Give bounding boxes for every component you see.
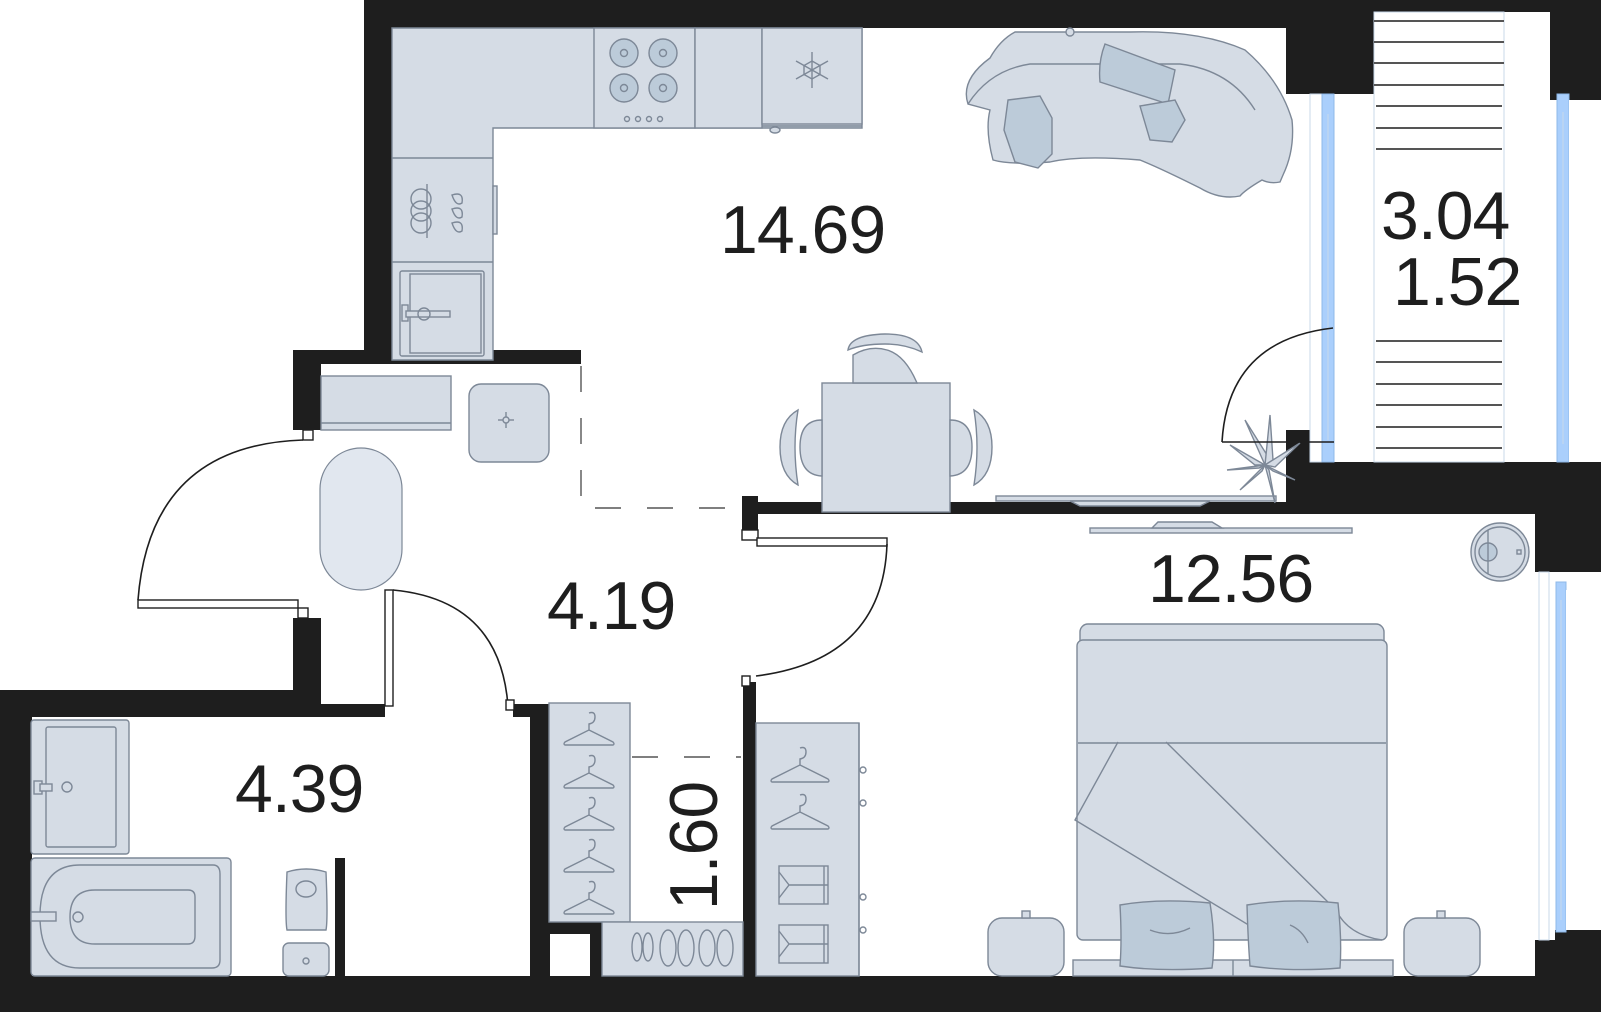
shoe-rack xyxy=(601,921,744,977)
hallway-furniture xyxy=(319,375,550,591)
bedroom-furniture xyxy=(755,521,1530,977)
bathtub xyxy=(30,857,232,977)
area-label-bedroom: 12.56 xyxy=(1148,541,1314,617)
hanger-icons xyxy=(563,711,615,915)
entry-cabinet xyxy=(320,375,452,431)
windows xyxy=(1309,93,1601,941)
balcony-slats xyxy=(1373,11,1505,463)
double-bed xyxy=(1072,623,1394,977)
area-label-bathroom: 4.39 xyxy=(235,751,364,827)
oval-rug xyxy=(319,447,403,591)
tv-console-living xyxy=(995,495,1277,507)
dining-set xyxy=(779,333,993,513)
area-label-living-kitchen: 14.69 xyxy=(720,192,886,268)
area-label-balcony-reduced: 1.52 xyxy=(1393,244,1522,320)
area-label-balcony-total: 3.04 xyxy=(1381,178,1510,254)
nightstand-right xyxy=(1403,917,1481,977)
nightstand-left xyxy=(987,917,1065,977)
entrance-door xyxy=(137,429,314,619)
bedroom-door xyxy=(741,529,888,687)
bathroom-fixtures xyxy=(30,719,330,977)
toilet xyxy=(282,868,330,977)
robot-vacuum xyxy=(1470,522,1530,582)
area-label-hallway: 4.19 xyxy=(547,568,676,644)
bedroom-wardrobe xyxy=(755,722,860,977)
kitchen-counter xyxy=(391,27,863,361)
wardrobe-closet xyxy=(548,702,744,977)
ottoman xyxy=(468,383,550,463)
crosshair-icon xyxy=(498,412,514,428)
area-label-wardrobe: 1.60 xyxy=(656,781,733,911)
sofa xyxy=(965,27,1294,198)
shoes-icons xyxy=(631,929,734,967)
washbasin xyxy=(30,719,130,855)
dining-table xyxy=(821,382,951,513)
balcony-door xyxy=(1221,327,1334,443)
cooktop xyxy=(593,27,696,129)
snowflake-icon xyxy=(795,52,829,88)
plant xyxy=(1226,414,1301,504)
bathroom-door xyxy=(384,589,515,711)
